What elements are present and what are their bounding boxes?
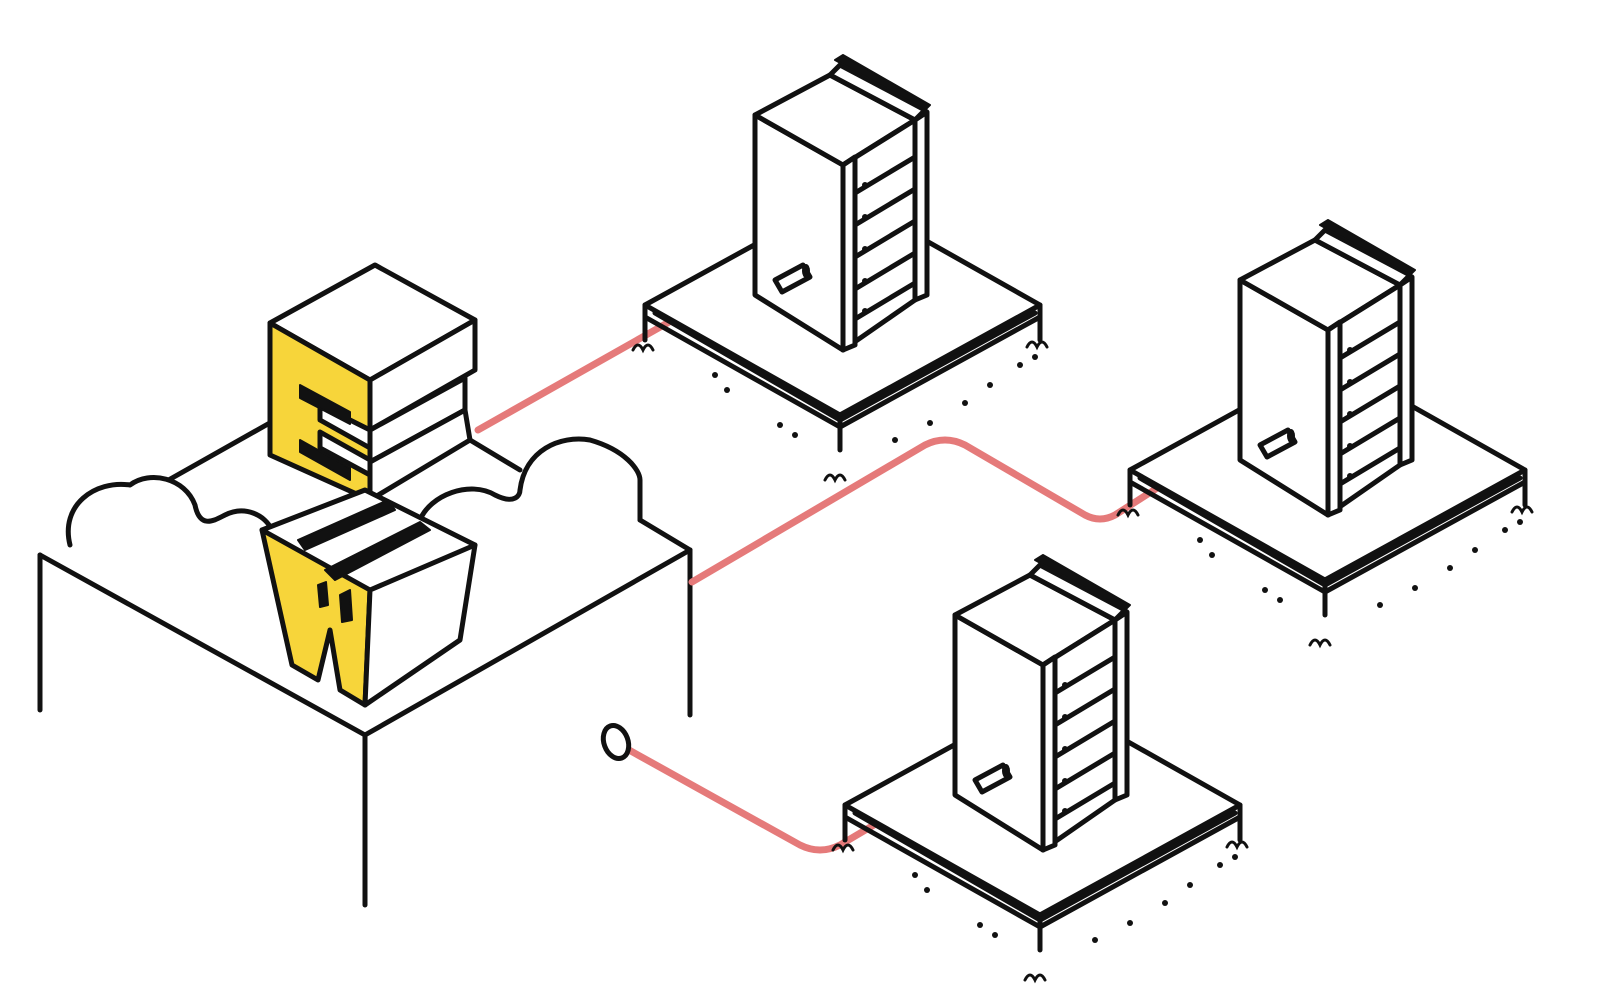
server-rack-icon	[633, 55, 1047, 480]
cable-to-right-server	[688, 426, 1252, 586]
server-rack-icon	[1118, 220, 1532, 645]
cloud-block	[37, 417, 693, 908]
cable-end-ring	[600, 723, 632, 761]
ew-logo	[259, 262, 478, 708]
letter-w	[259, 487, 478, 708]
server-rack-icon	[833, 555, 1247, 980]
letter-e	[267, 262, 478, 503]
